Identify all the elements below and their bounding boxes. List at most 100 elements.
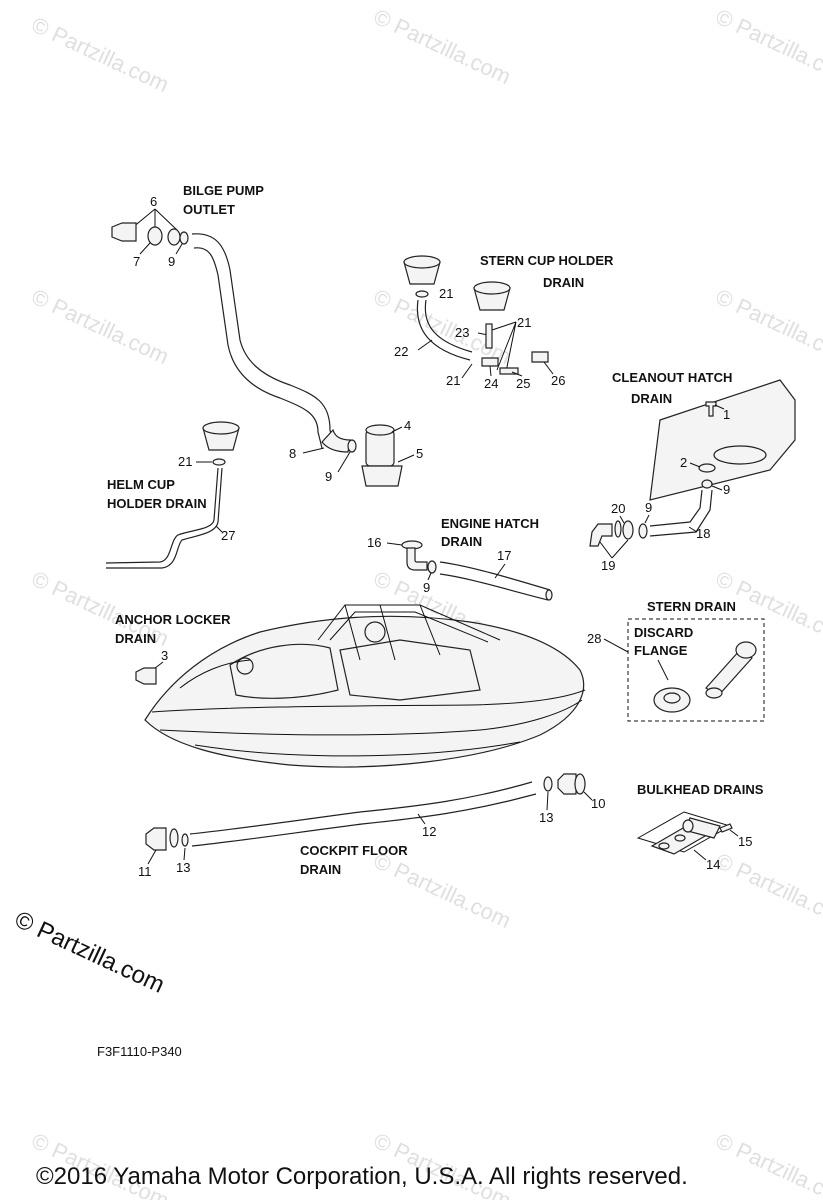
- leader-line: [714, 404, 725, 410]
- hose-end: [545, 589, 553, 601]
- leader-line: [644, 514, 650, 524]
- cockpit-drain-hose: [189, 781, 533, 835]
- callout-3: 3: [161, 648, 168, 663]
- watermark: © Partzilla.com: [712, 4, 823, 89]
- label-cleanout-drain: DRAIN: [631, 391, 672, 406]
- copyright-notice: ©2016 Yamaha Motor Corporation, U.S.A. A…: [36, 1163, 688, 1190]
- label-bilge-outlet: OUTLET: [183, 202, 235, 217]
- watermark: © Partzilla.com: [712, 848, 823, 933]
- label-discard: DISCARD: [634, 625, 693, 640]
- cup-drain-hose: [416, 299, 471, 361]
- leader-line: [147, 849, 157, 865]
- label-flange: FLANGE: [634, 643, 688, 658]
- floor-drain-fitting: [557, 773, 577, 795]
- cup-holder-rim: [202, 421, 240, 435]
- callout-13: 13: [176, 860, 190, 875]
- drain-elbow: [406, 547, 428, 571]
- windshield-frame: [329, 611, 489, 643]
- gasket: [614, 520, 622, 538]
- cockpit-floor: [339, 639, 481, 701]
- leader-line: [461, 363, 473, 379]
- callout-24: 24: [484, 376, 498, 391]
- callout-2: 2: [680, 455, 687, 470]
- callout-12: 12: [422, 824, 436, 839]
- callout-20: 20: [611, 501, 625, 516]
- leader-line: [657, 659, 669, 681]
- watermark: © Partzilla.com: [28, 284, 173, 369]
- clamp: [543, 776, 553, 792]
- leader-line: [729, 829, 739, 837]
- label-engine-drain: DRAIN: [441, 534, 482, 549]
- label-cleanout: CLEANOUT HATCH: [612, 370, 732, 385]
- nut: [167, 228, 181, 246]
- drain-plug-head: [735, 641, 757, 659]
- leader-line: [427, 572, 432, 581]
- label-cockpit-floor: COCKPIT FLOOR: [300, 843, 408, 858]
- diagram-code: F3F1110-P340: [97, 1044, 182, 1059]
- label-helm-cup: HELM CUP: [107, 477, 175, 492]
- stern-drain-group: STERN DRAIN DISCARD FLANGE 28: [587, 599, 765, 722]
- fitting: [531, 351, 549, 363]
- callout-7: 7: [133, 254, 140, 269]
- callout-9: 9: [645, 500, 652, 515]
- leader-line: [417, 813, 426, 825]
- clamp: [638, 523, 648, 539]
- callout-13: 13: [539, 810, 553, 825]
- watermark: © Partzilla.com: [28, 12, 173, 97]
- callout-27: 27: [221, 528, 235, 543]
- screw: [719, 823, 733, 833]
- leader-line: [417, 339, 433, 351]
- cleanout-hose: [649, 489, 713, 537]
- engine-drain-hose: [439, 561, 551, 591]
- watermark: © Partzilla.com: [370, 4, 515, 89]
- callout-22: 22: [394, 344, 408, 359]
- callout-17: 17: [497, 548, 511, 563]
- clamp: [701, 479, 713, 489]
- callout-26: 26: [551, 373, 565, 388]
- drain-plug-end: [705, 687, 723, 699]
- hatch-opening: [713, 445, 767, 465]
- callout-21: 21: [178, 454, 192, 469]
- elbow-fitting: [589, 523, 613, 547]
- drain-valve-knob: [682, 819, 694, 833]
- t-joint: [481, 357, 499, 367]
- hull-keel: [194, 741, 521, 757]
- leader-line: [397, 454, 415, 463]
- clamp: [347, 439, 357, 453]
- leader-line: [711, 485, 723, 491]
- leader-line: [603, 638, 629, 653]
- leader-line: [511, 371, 523, 377]
- floor-drain-fitting: [145, 827, 167, 851]
- cleanout-hatch-group: CLEANOUT HATCH DRAIN 1 2 9 18 20 9 19: [589, 370, 796, 573]
- bow-rail: [179, 659, 251, 689]
- steering-wheel: [364, 621, 386, 643]
- label-engine-hatch: ENGINE HATCH: [441, 516, 539, 531]
- bilge-pump-outlet-group: BILGE PUMP OUTLET 6 7 9 8 9 4 5: [111, 183, 423, 487]
- callout-5: 5: [416, 446, 423, 461]
- cockpit-floor-group: COCKPIT FLOOR DRAIN 11 13 12 13 10: [138, 773, 605, 879]
- outlet-fitting: [111, 222, 137, 242]
- clamp: [415, 290, 429, 298]
- clamp: [212, 458, 226, 466]
- leader-line: [693, 849, 707, 861]
- flange-hole: [663, 692, 681, 704]
- callout-19: 19: [601, 558, 615, 573]
- watermark: © Partzilla.com: [712, 1128, 823, 1200]
- anchor-locker-group: ANCHOR LOCKER DRAIN 3: [115, 612, 231, 685]
- bulkhead-drains-group: BULKHEAD DRAINS 15 14: [636, 782, 764, 872]
- leader-line: [583, 791, 593, 801]
- leader-line: [391, 426, 403, 433]
- label-anchor-locker: ANCHOR LOCKER: [115, 612, 231, 627]
- callout-8: 8: [289, 446, 296, 461]
- gasket: [147, 226, 163, 246]
- leader-line: [337, 451, 351, 473]
- bilge-pump-top: [365, 424, 395, 436]
- gasket: [698, 463, 716, 473]
- cockpit-drain-hose: [191, 793, 537, 847]
- cup-holder-rim: [473, 281, 511, 295]
- label-bilge-pump: BILGE PUMP: [183, 183, 264, 198]
- plate-hole: [658, 842, 670, 850]
- callout-15: 15: [738, 834, 752, 849]
- label-stern-drain: STERN DRAIN: [647, 599, 736, 614]
